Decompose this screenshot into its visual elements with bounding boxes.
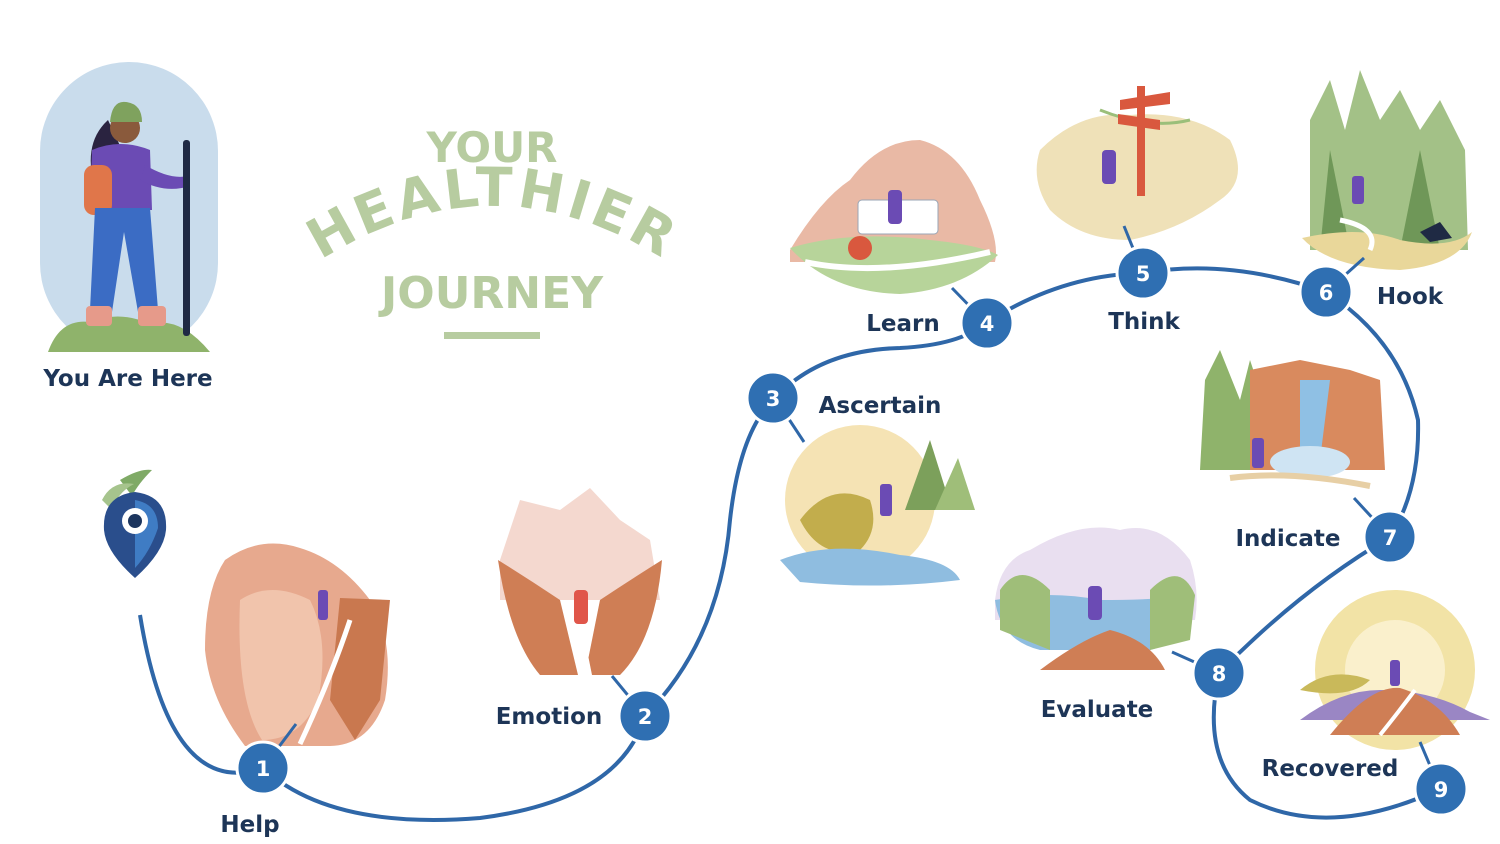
title-line-3: JOURNEY [378,268,604,319]
step-number: 3 [766,387,781,411]
scene-hook [1302,70,1472,270]
step-marker-8: 8 [1191,645,1247,701]
step-marker-9: 9 [1413,761,1469,817]
journey-title: YOUR HEALTHIER JOURNEY [296,123,690,339]
step-label-think: Think [1108,309,1180,335]
scene-ascertain [780,425,975,586]
title-line-1: YOUR [425,123,557,172]
step-label-recovered: Recovered [1262,756,1399,782]
step-label-learn: Learn [866,311,940,337]
location-pin-icon [102,469,167,578]
step-marker-3: 3 [745,370,801,426]
step-number: 4 [980,312,995,336]
scene-evaluate [995,527,1197,670]
step-label-help: Help [220,812,279,838]
step-number: 5 [1136,262,1151,286]
scene-recovered [1300,590,1490,750]
step-label-emotion: Emotion [496,704,603,730]
step-number: 2 [638,705,653,729]
step-label-hook: Hook [1377,284,1444,310]
hiker-icon [40,62,218,352]
step-marker-5: 5 [1115,245,1171,301]
step-marker-4: 4 [959,295,1015,351]
scene-learn [790,140,998,294]
step-marker-2: 2 [617,688,673,744]
step-label-indicate: Indicate [1235,526,1340,552]
step-label-ascertain: Ascertain [819,393,942,419]
title-line-2: HEALTHIER [296,156,690,271]
scene-think [1036,86,1238,240]
scene-indicate [1200,350,1385,489]
step-marker-1: 1 [235,740,291,796]
step-marker-7: 7 [1362,509,1418,565]
step-number: 6 [1319,281,1334,305]
you-are-here-label: You Are Here [42,366,212,392]
scene-emotion [498,488,662,675]
step-number: 8 [1212,662,1227,686]
step-number: 9 [1434,778,1449,802]
title-underline [444,332,540,339]
step-marker-6: 6 [1298,264,1354,320]
step-number: 7 [1383,526,1398,550]
scene-help [205,543,390,746]
step-number: 1 [256,757,271,781]
step-label-evaluate: Evaluate [1041,697,1154,723]
